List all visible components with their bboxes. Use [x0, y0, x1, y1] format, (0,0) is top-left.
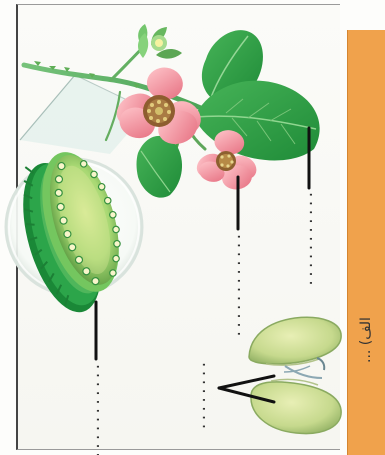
flower-answer-blank: ............ [229, 232, 243, 338]
ovary-answer-blank: ............ [88, 362, 102, 455]
seed-answer-blank: ........ [194, 360, 208, 431]
leaf-answer-blank: ........... [301, 190, 315, 287]
split-seed [249, 317, 341, 433]
flower-bud [138, 24, 182, 59]
sectioned-ovary-lens [6, 143, 142, 321]
